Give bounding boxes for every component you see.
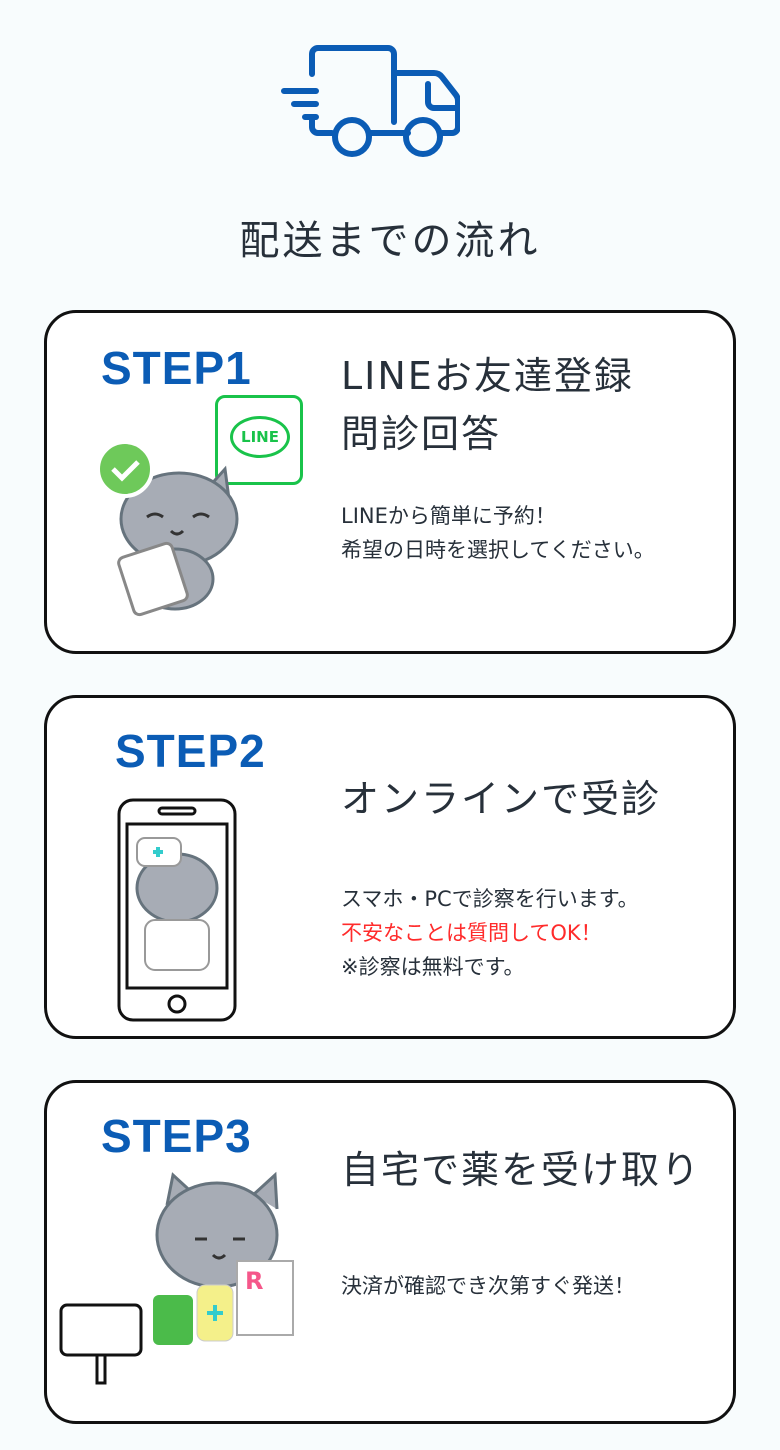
- step-label: STEP3: [101, 1110, 252, 1162]
- page-title: 配送までの流れ: [239, 218, 541, 264]
- step-desc: スマホ・PCで診察を行います。 不安なことは質問してOK！ ※診察は無料です。: [341, 882, 639, 984]
- desc-line: スマホ・PCで診察を行います。: [341, 887, 639, 911]
- heading-line: 問診回答: [341, 412, 502, 456]
- step-desc: 決済が確認でき次第すぐ発送！: [341, 1269, 635, 1303]
- line-icon: LINE: [215, 395, 303, 485]
- desc-line-highlight: 不安なことは質問してOK！: [341, 921, 602, 945]
- heading-line: LINEお友達登録: [341, 354, 634, 398]
- step-heading: 自宅で薬を受け取り: [341, 1141, 701, 1199]
- step-label: STEP2: [115, 725, 266, 777]
- cat-with-medicine-illustration: R: [59, 1171, 294, 1385]
- desc-line: ※診察は無料です。: [341, 955, 525, 979]
- desc-line: 決済が確認でき次第すぐ発送！: [341, 1274, 635, 1298]
- step-label: STEP1: [101, 342, 252, 394]
- delivery-truck-icon: [281, 45, 460, 157]
- heading-line: オンラインで受診: [341, 777, 662, 821]
- step-heading: LINEお友達登録 問診回答: [341, 347, 634, 463]
- step1-card: STEP1 LINEお友達登録 問診回答 LINEから簡単に予約！ 希望の日時を…: [44, 310, 736, 654]
- step2-card: STEP2 オンラインで受診 スマホ・PCで診察を行います。 不安なことは質問し…: [44, 695, 736, 1039]
- step-heading: オンラインで受診: [341, 770, 661, 828]
- step3-card: STEP3 自宅で薬を受け取り 決済が確認でき次第すぐ発送！ R: [44, 1080, 736, 1424]
- smartphone-doctor-cat-illustration: [117, 798, 237, 1022]
- cat-illustration: [97, 440, 239, 617]
- heading-line: 自宅で薬を受け取り: [341, 1148, 702, 1192]
- desc-line: 希望の日時を選択してください。: [341, 538, 655, 562]
- desc-line: LINEから簡単に予約！: [341, 504, 556, 528]
- step-desc: LINEから簡単に予約！ 希望の日時を選択してください。: [341, 499, 655, 567]
- line-badge-text: LINE: [230, 416, 290, 458]
- svg-text:R: R: [245, 1267, 263, 1295]
